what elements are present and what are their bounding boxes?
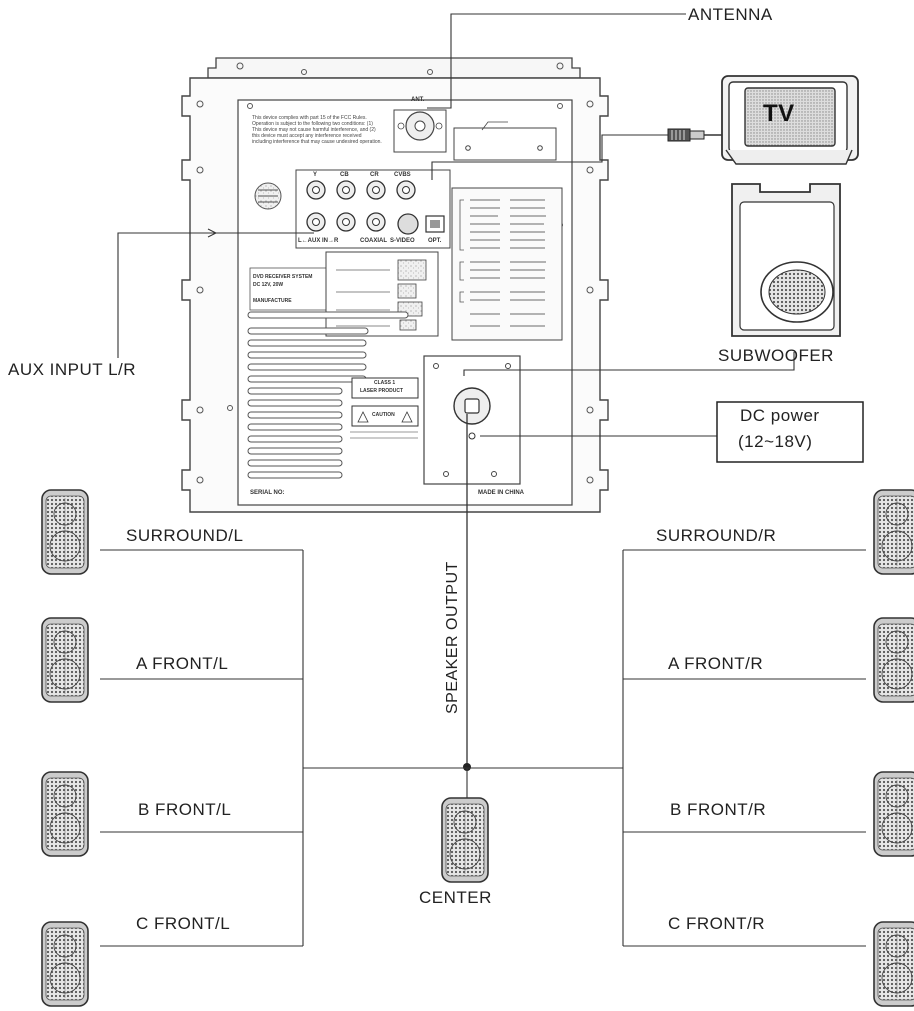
speaker-b-front-l-icon [41, 771, 89, 857]
panel-top-flange [207, 57, 581, 79]
fcc-note: This device complies with part 15 of the… [252, 115, 382, 145]
caution-label [351, 405, 419, 427]
antenna-jack-frame [393, 109, 447, 153]
speaker-center-icon [441, 797, 489, 883]
surround-l-label: SURROUND/L [126, 526, 244, 545]
subwoofer-label: SUBWOOFER [718, 346, 834, 365]
antenna-line [427, 13, 686, 109]
subwoofer-cable [463, 352, 795, 376]
caution-text: CAUTION [372, 412, 395, 418]
class1-label: CLASS 1 [374, 380, 396, 386]
dc-power-box [716, 401, 864, 463]
speaker-surround-l-icon [41, 489, 89, 575]
connector-block [295, 169, 451, 249]
serial-label: SERIAL NO: [250, 490, 285, 496]
dc-power-label: DC power [740, 406, 820, 425]
antenna-label: ANTENNA [688, 5, 773, 24]
speaker-b-front-r-icon [873, 771, 914, 857]
terminal-chart [451, 187, 563, 341]
b-front-r-label: B FRONT/R [670, 800, 767, 819]
dc-power-voltage: (12~18V) [738, 432, 813, 451]
opt-port-label: OPT. [428, 238, 442, 244]
svideo-port-label: S-VIDEO [390, 238, 415, 244]
aux-input-line [117, 232, 314, 358]
tv-cable [431, 134, 668, 180]
cr-port-label: CR [370, 172, 379, 178]
tv-plug-icon [667, 128, 722, 142]
a-front-r-label: A FRONT/R [668, 654, 764, 673]
junction-dot [463, 763, 471, 771]
speaker-output-label: SPEAKER OUTPUT [444, 561, 461, 714]
tv-icon [721, 75, 859, 165]
center-label: CENTER [419, 888, 492, 907]
a-front-l-label: A FRONT/L [136, 654, 229, 673]
cb-port-label: CB [340, 172, 349, 178]
model-line-3: MANUFACTURE [253, 298, 292, 304]
y-port-label: Y [313, 172, 318, 178]
speaker-c-front-l-icon [41, 921, 89, 1007]
c-front-l-label: C FRONT/L [136, 914, 231, 933]
speaker-surround-r-icon [873, 489, 914, 575]
c-front-r-label: C FRONT/R [668, 914, 766, 933]
speaker-a-front-l-icon [41, 617, 89, 703]
laser-label [351, 377, 419, 399]
coaxial-port-label: COAXIAL [360, 238, 387, 244]
laser-product-label: LASER PRODUCT [360, 388, 404, 394]
tv-label: TV [763, 100, 795, 127]
svideo-jack [397, 213, 419, 235]
fan-icon [254, 182, 282, 210]
ant-port-label: ANT. [411, 97, 425, 103]
speaker-a-front-r-icon [873, 617, 914, 703]
antenna-cover-plate [453, 127, 557, 161]
aux-port-label: L←AUX IN→R [298, 238, 339, 244]
aux-input-label: AUX INPUT L/R [8, 360, 137, 379]
model-line-1: DVD RECEIVER SYSTEM [253, 274, 313, 280]
made-in-label: MADE IN CHINA [478, 490, 524, 496]
model-label [249, 267, 327, 311]
speaker-c-front-r-icon [873, 921, 914, 1007]
model-line-2: DC 12V, 20W [253, 282, 284, 288]
cvbs-port-label: CVBS [394, 172, 411, 178]
vent-slots [247, 311, 409, 479]
surround-r-label: SURROUND/R [656, 526, 777, 545]
receiver-panel [181, 57, 609, 513]
subwoofer-icon [731, 183, 841, 337]
b-front-l-label: B FRONT/L [138, 800, 232, 819]
